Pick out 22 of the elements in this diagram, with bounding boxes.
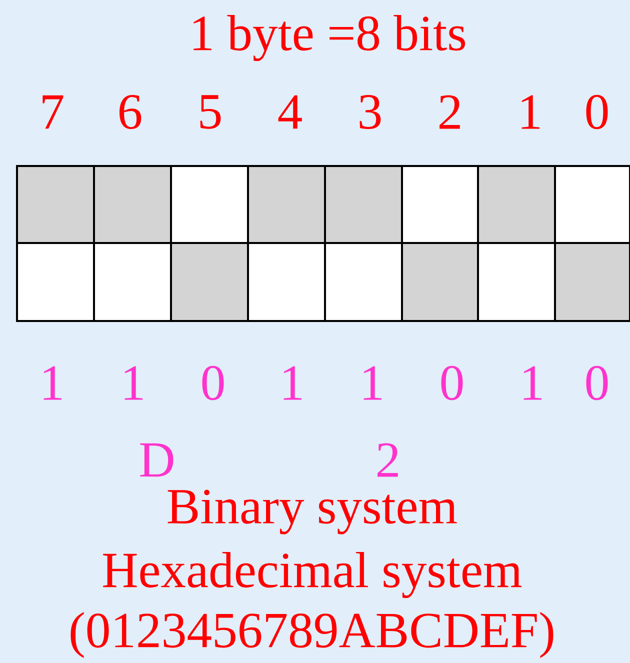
- bit-index: 5: [200, 95, 221, 129]
- bit-index: 1: [522, 95, 540, 129]
- bit-value: 0: [586, 366, 608, 400]
- bit-value: 1: [124, 366, 143, 400]
- caption-text: Hexadecimal system: [103, 552, 522, 598]
- bit-value: 1: [364, 366, 382, 400]
- hex-digit: 2: [378, 443, 398, 477]
- bit-value: 1: [524, 366, 542, 400]
- bit-index: 6: [120, 95, 142, 130]
- bit-value: 0: [202, 366, 224, 400]
- title: 1 byte =8 bits: [194, 14, 466, 62]
- bit-value: 1: [44, 366, 62, 400]
- bit-index: 7: [42, 95, 64, 129]
- bit-index: 4: [278, 95, 302, 129]
- caption-text: Binary system: [168, 490, 457, 534]
- bit-index: 3: [360, 95, 381, 130]
- caption-text: (0123456789ABCDEF): [70, 612, 554, 658]
- bit-index: 2: [440, 95, 460, 129]
- bit-value: 1: [284, 366, 302, 400]
- bit-value: 0: [441, 366, 463, 400]
- hex-digit: D: [140, 443, 174, 477]
- bit-index: 0: [586, 94, 608, 130]
